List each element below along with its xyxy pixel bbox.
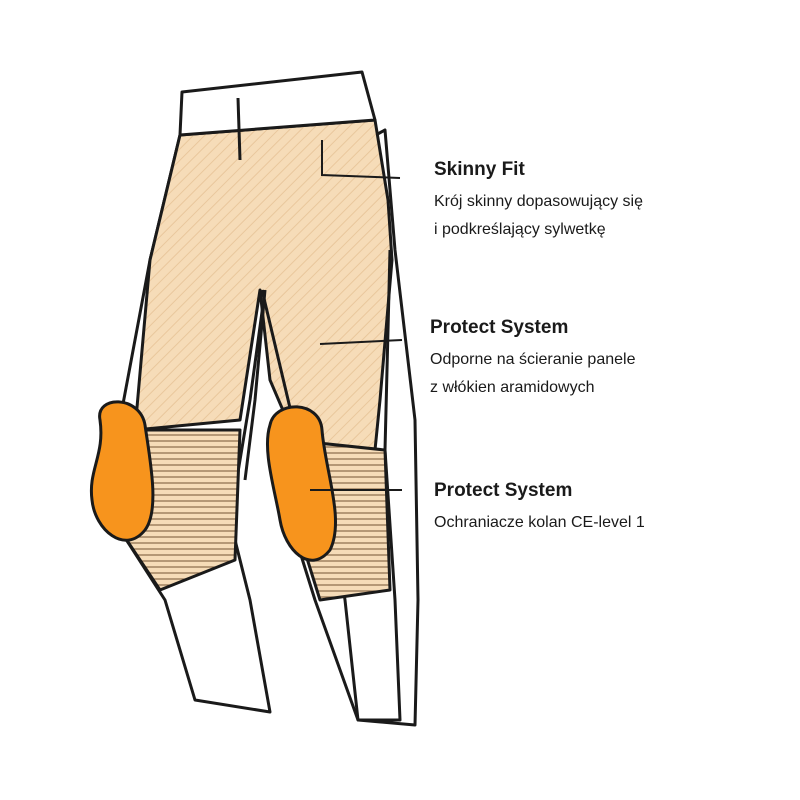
callout-title: Protect System — [430, 317, 569, 338]
kneepad-left — [89, 400, 155, 542]
callout-skinny-fit: Skinny Fit Krój skinny dopasowujący się … — [434, 158, 643, 244]
callout-lines — [310, 140, 403, 491]
kneepad-right — [265, 405, 337, 562]
callout-protect-kneepads: Protect System Ochraniacze kolan CE-leve… — [434, 479, 645, 537]
callout-desc-line: Odporne na ścieranie panele — [430, 351, 636, 368]
callout-desc-line: z włókien aramidowych — [430, 379, 595, 396]
callout-desc-line: i podkreślający sylwetkę — [434, 221, 606, 238]
callout-desc-line: Krój skinny dopasowujący się — [434, 193, 643, 210]
aramid-panel — [133, 118, 394, 452]
callout-title: Protect System — [434, 480, 573, 501]
waistband — [178, 70, 377, 137]
callout-protect-panels: Protect System Odporne na ścieranie pane… — [430, 316, 635, 402]
callout-title: Skinny Fit — [434, 159, 525, 180]
callout-desc-line: Ochraniacze kolan CE-level 1 — [434, 514, 645, 531]
